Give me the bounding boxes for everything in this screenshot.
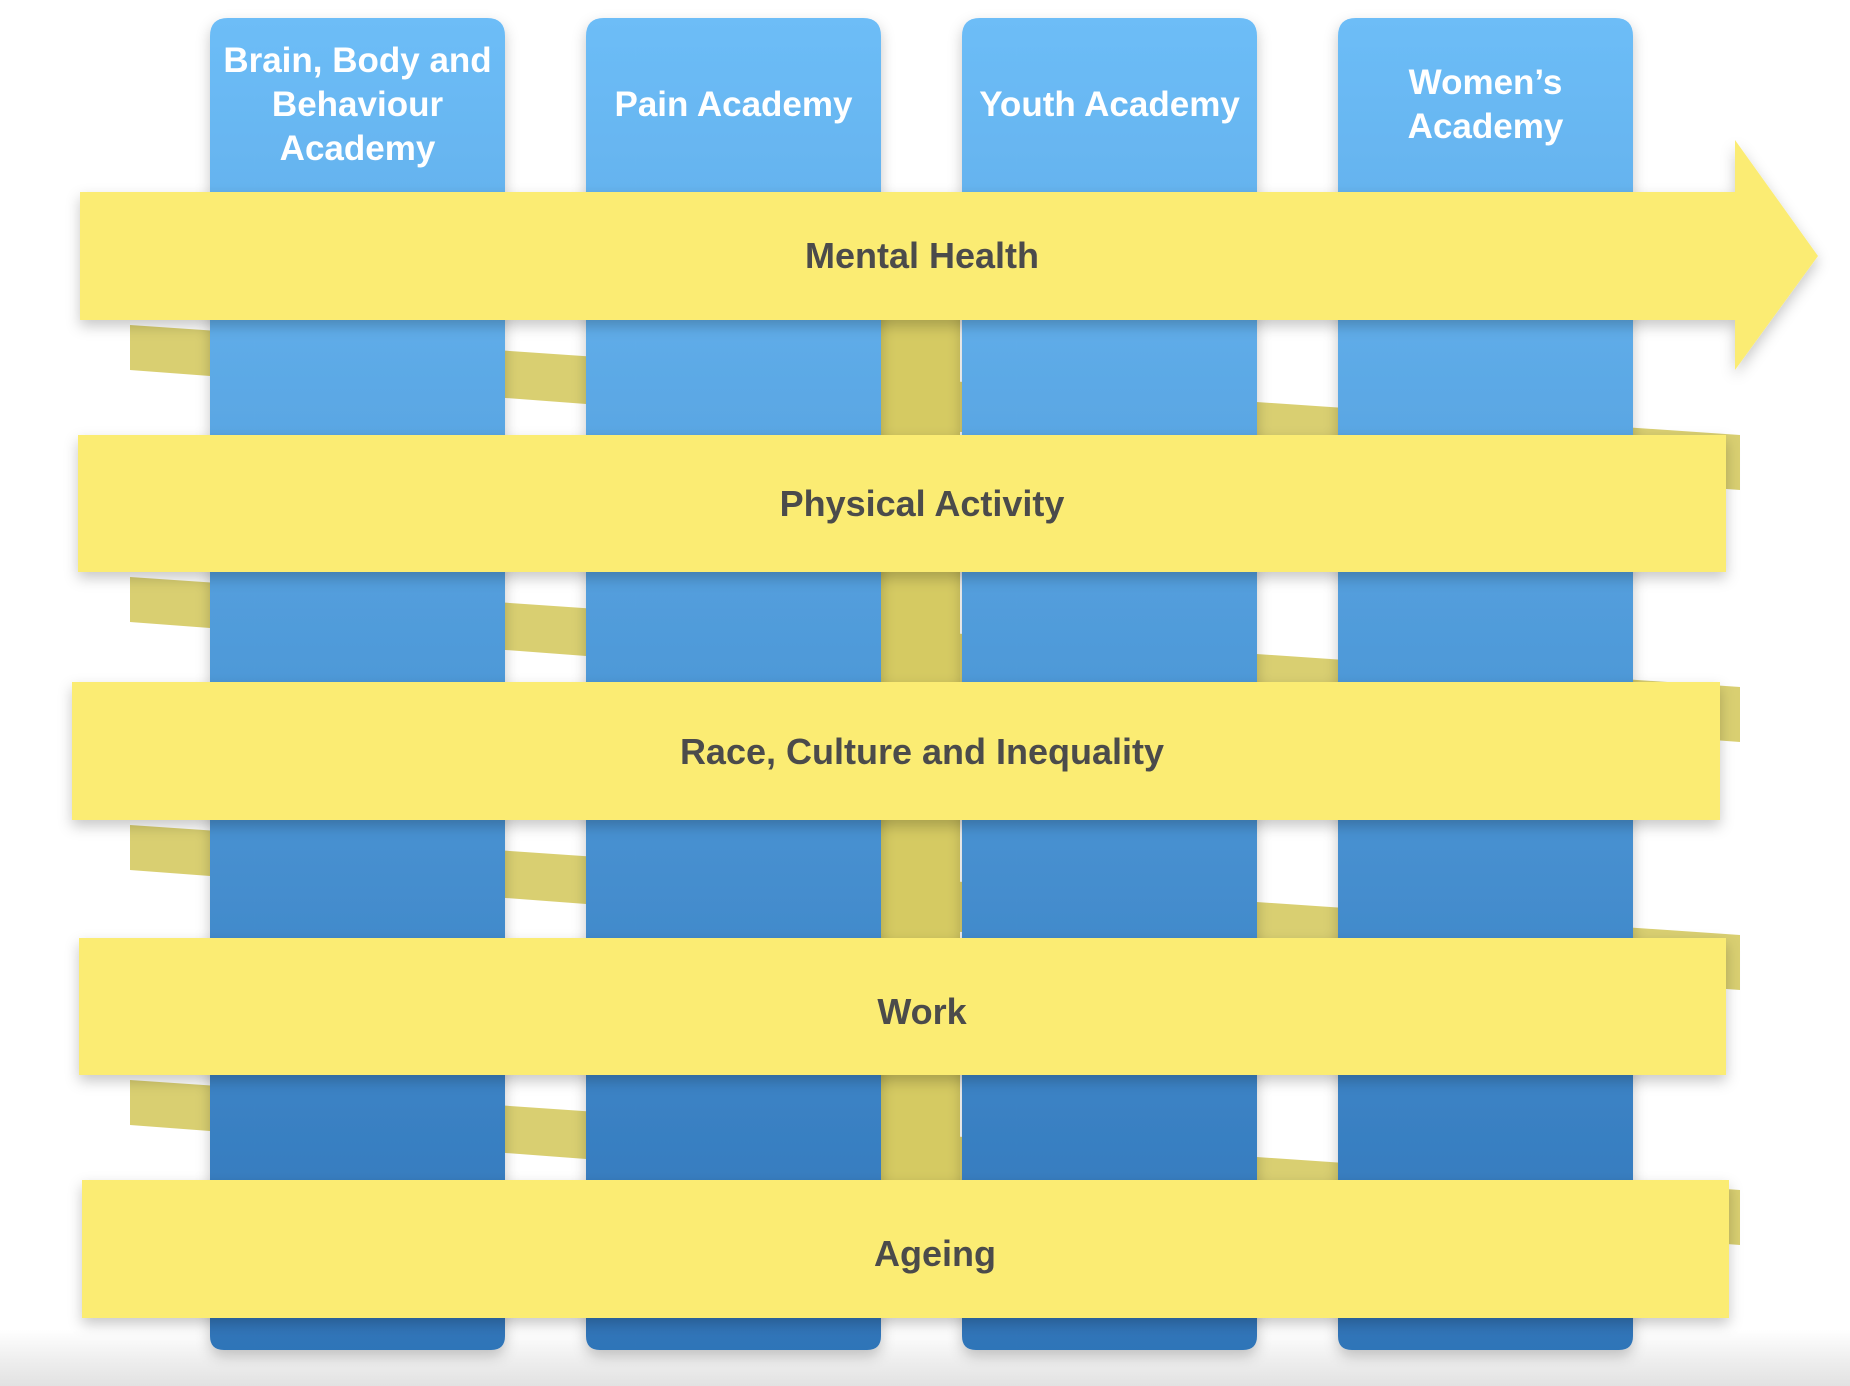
theme-band-bar xyxy=(79,938,1726,1075)
academy-label-line: Brain, Body and xyxy=(223,41,491,80)
theme-band-bar xyxy=(72,682,1720,820)
academy-label-line: Academy xyxy=(280,129,436,168)
theme-band-2: Physical Activity xyxy=(78,435,1726,572)
theme-band-3: Race, Culture and Inequality xyxy=(72,682,1720,820)
academy-label-line: Women’s xyxy=(1409,63,1563,102)
academy-label: Youth Academy xyxy=(979,85,1240,124)
theme-band-4: Work xyxy=(79,938,1726,1075)
theme-label: Mental Health xyxy=(805,235,1039,276)
theme-arrow xyxy=(80,140,1818,370)
theme-label: Race, Culture and Inequality xyxy=(680,731,1164,772)
theme-label: Physical Activity xyxy=(780,483,1065,524)
theme-band-bar xyxy=(78,435,1726,572)
academy-label-line: Behaviour xyxy=(272,85,444,124)
theme-label: Work xyxy=(877,991,967,1032)
theme-band-bar xyxy=(82,1180,1729,1318)
academy-label-line: Youth Academy xyxy=(979,85,1240,124)
theme-band-5: Ageing xyxy=(82,1180,1729,1318)
theme-label: Ageing xyxy=(874,1233,996,1274)
academy-label: Pain Academy xyxy=(615,85,854,124)
academy-label-line: Pain Academy xyxy=(615,85,854,124)
theme-band-1: Mental Health xyxy=(80,140,1818,370)
academy-label-line: Academy xyxy=(1408,107,1564,146)
